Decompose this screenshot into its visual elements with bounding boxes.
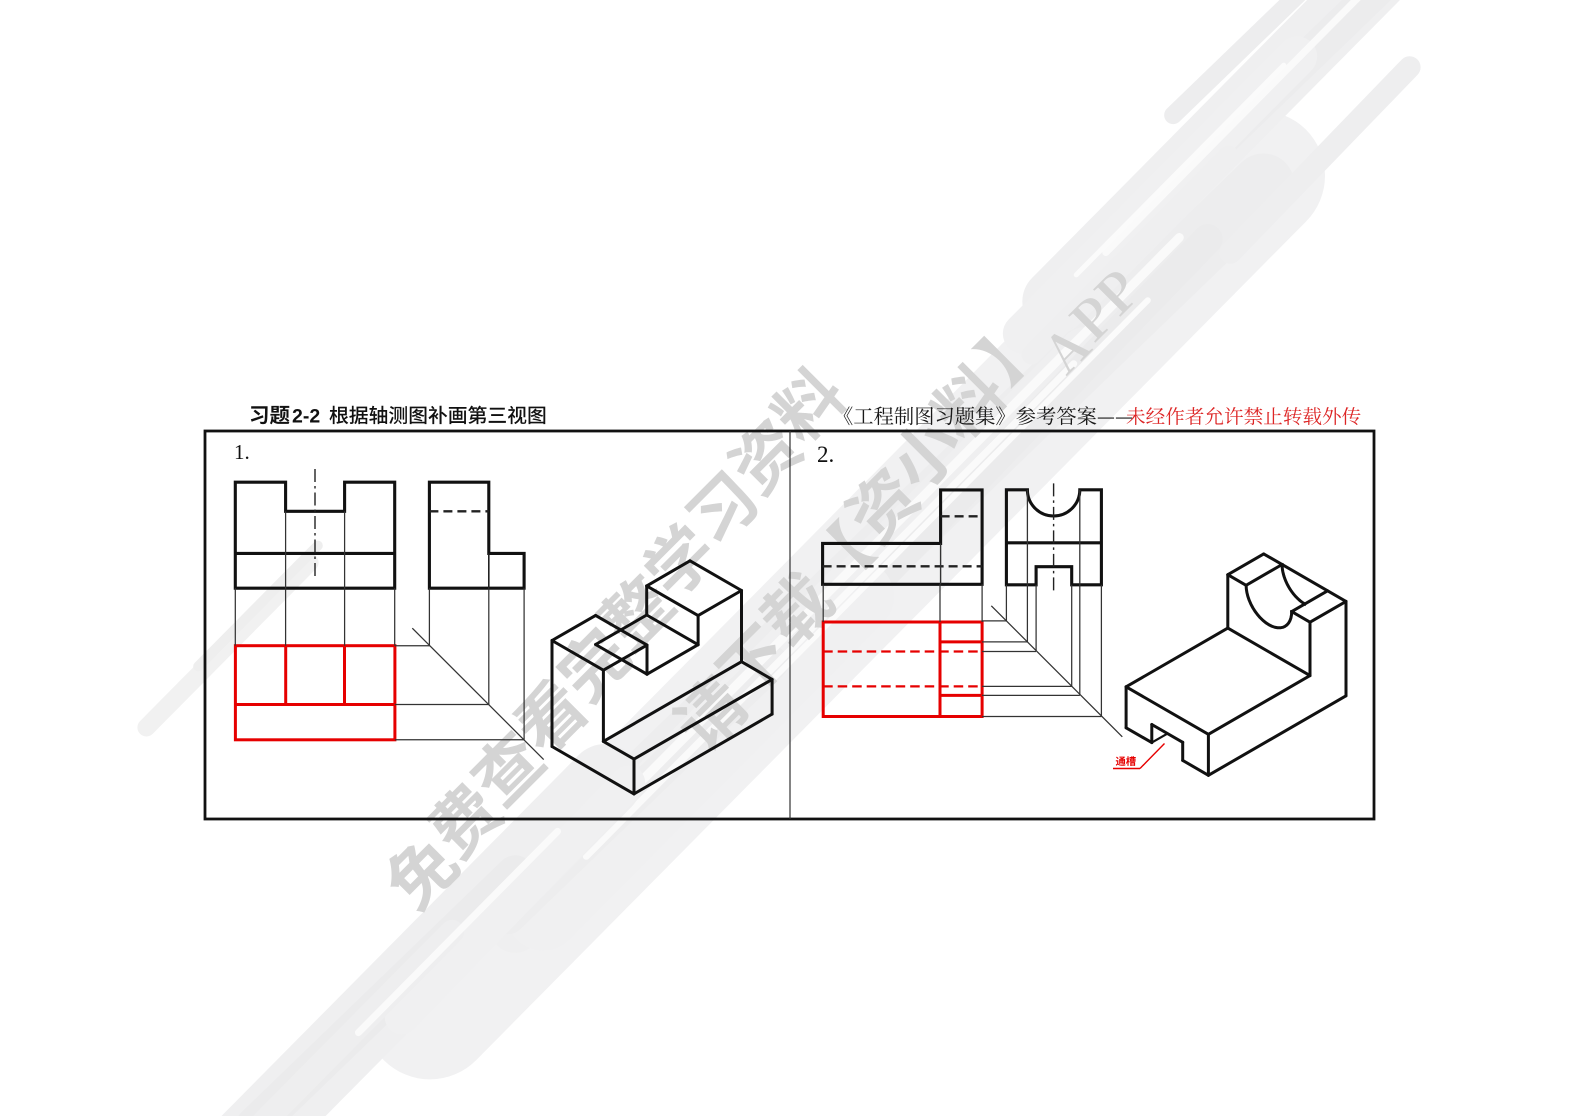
svg-text:2.: 2. [817, 442, 834, 467]
svg-text:1.: 1. [234, 440, 250, 464]
svg-text:2-2: 2-2 [292, 406, 320, 428]
